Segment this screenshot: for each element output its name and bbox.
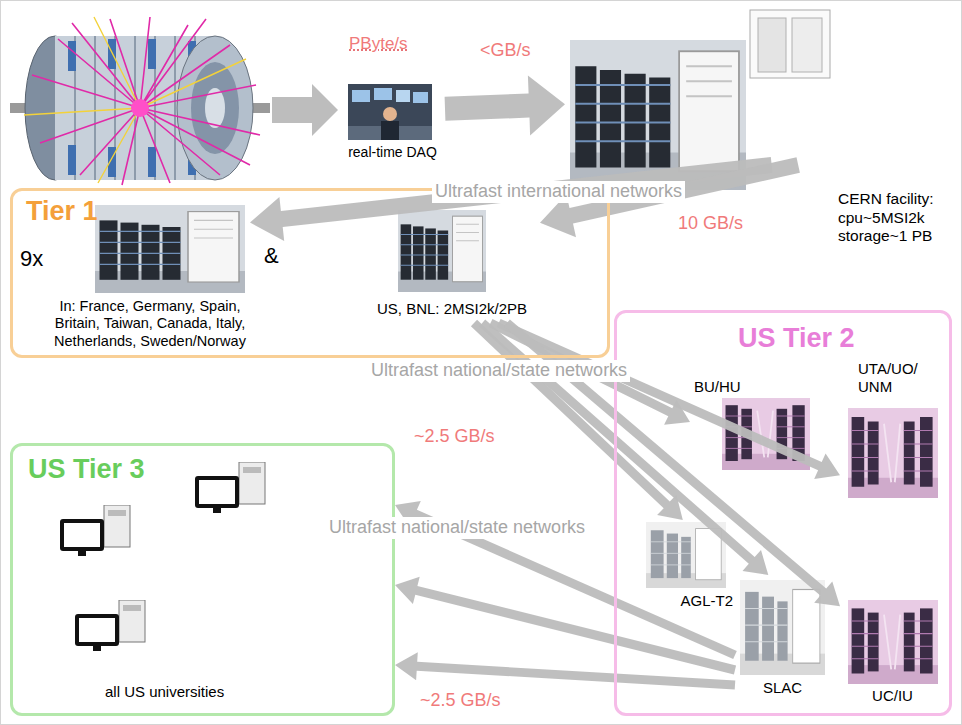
text-slot: & bbox=[264, 243, 279, 269]
text-slot: SLAC bbox=[735, 679, 830, 697]
particle-tracks bbox=[24, 17, 246, 183]
network-arrow bbox=[445, 76, 565, 136]
text-slot: Ultrafast national/state networks bbox=[368, 360, 630, 382]
person bbox=[383, 107, 397, 121]
text-slot: 9x bbox=[20, 246, 43, 272]
text-slot: all US universities bbox=[105, 683, 224, 701]
room bbox=[348, 84, 432, 140]
bnl-cluster-photo bbox=[398, 210, 486, 292]
control-room-photo bbox=[348, 84, 432, 140]
text-slot: ~2.5 GB/s bbox=[414, 426, 495, 448]
tier2-site: AGL-T2 bbox=[640, 520, 735, 612]
tier2-cluster-photo bbox=[848, 600, 938, 684]
particle-tracks bbox=[32, 17, 260, 185]
cabinet-door bbox=[758, 18, 786, 72]
collision-point bbox=[131, 99, 149, 117]
network-arrow bbox=[471, 320, 683, 520]
node-caption: US, BNL: 2MSI2k/2PB bbox=[377, 300, 539, 318]
data-flow-arrow bbox=[272, 84, 338, 136]
cabinet-door bbox=[792, 18, 822, 72]
site-name: UTA/UO/ UNM bbox=[858, 360, 930, 396]
site-list: In: France, Germany, Spain, Britain, Tai… bbox=[35, 298, 265, 350]
cabinet bbox=[750, 10, 830, 78]
node-caption: real-time DAQ bbox=[340, 144, 445, 161]
workstation-icon bbox=[195, 462, 265, 513]
tier2-site: BU/HU bbox=[690, 372, 815, 472]
region-heading: US Tier 2 bbox=[738, 322, 855, 354]
rate-label: <GB/s bbox=[480, 40, 531, 62]
daq-node: real-time DAQ bbox=[340, 80, 445, 162]
tier2-site: UC/IU bbox=[840, 595, 945, 708]
tier2-site: SLAC bbox=[735, 575, 830, 700]
coil bbox=[68, 41, 76, 71]
text-slot: BU/HU bbox=[694, 378, 741, 396]
site-name: AGL-T2 bbox=[640, 592, 733, 610]
coil bbox=[148, 147, 156, 177]
network-arrow bbox=[395, 652, 735, 689]
bnl-center: US, BNL: 2MSI2k/2PB bbox=[375, 205, 540, 323]
network-label: Ultrafast national/state networks bbox=[368, 360, 630, 382]
tier-region: US Tier 2 BU/HU UTA/UO/ UNM AGL-T2SLAC UC/IU bbox=[614, 310, 952, 716]
text-slot: Ultrafast national/state networks bbox=[326, 517, 588, 539]
coil bbox=[68, 145, 76, 175]
text-slot: Ultrafast international networks bbox=[432, 181, 685, 203]
computer-cabinet-photo bbox=[750, 10, 830, 78]
site-name: BU/HU bbox=[694, 378, 741, 396]
rate-label: ~2.5 GB/s bbox=[414, 426, 495, 448]
text-slot: CERN facility: cpu~5MSI2k storage~1 PB bbox=[838, 190, 956, 246]
text-slot: US, BNL: 2MSI2k/2PB bbox=[377, 300, 539, 318]
rate-label: 10 GB/s bbox=[678, 213, 743, 235]
tier2-site: UTA/UO/ UNM bbox=[840, 356, 945, 505]
tier1-sites: 9xIn: France, Germany, Spain, Britain, T… bbox=[15, 200, 250, 350]
text-slot: 10 GB/s bbox=[678, 213, 743, 235]
network-label: Ultrafast national/state networks bbox=[326, 517, 588, 539]
ampersand: & bbox=[264, 243, 279, 269]
workstation-icon bbox=[60, 505, 130, 556]
region-heading: Tier 1 bbox=[26, 195, 98, 227]
workstation-icon bbox=[75, 600, 145, 651]
text-slot: real-time DAQ bbox=[340, 144, 445, 161]
tier-region: Tier 19xIn: France, Germany, Spain, Brit… bbox=[10, 188, 610, 358]
text-slot: AGL-T2 bbox=[640, 592, 733, 610]
tier-region: US Tier 3 all US universities bbox=[10, 443, 395, 716]
network-arrow bbox=[250, 157, 773, 241]
tier2-cluster-photo bbox=[848, 408, 938, 498]
text-slot: In: France, Germany, Spain, Britain, Tai… bbox=[35, 298, 265, 350]
region-note: all US universities bbox=[105, 683, 224, 701]
screen bbox=[396, 90, 410, 102]
region-heading: US Tier 3 bbox=[28, 453, 145, 485]
atlas-detector bbox=[10, 17, 270, 185]
detector-endcap bbox=[177, 36, 253, 180]
coil bbox=[148, 39, 156, 69]
screen bbox=[413, 92, 428, 103]
node-caption: CERN facility: cpu~5MSI2k storage~1 PB bbox=[838, 190, 956, 246]
cern-facility: CERN facility: cpu~5MSI2k storage~1 PB bbox=[565, 30, 830, 165]
screen bbox=[352, 90, 370, 102]
tier2-cluster-photo bbox=[740, 580, 825, 675]
text-slot: ~2.5 GB/s bbox=[420, 690, 501, 712]
text-slot: UC/IU bbox=[840, 687, 945, 705]
text-slot: PByte/s bbox=[349, 34, 408, 54]
rate-label: PByte/s bbox=[349, 34, 408, 54]
rate-label: ~2.5 GB/s bbox=[420, 690, 501, 712]
text-slot: US Tier 2 bbox=[738, 322, 855, 354]
text-slot: <GB/s bbox=[480, 40, 531, 62]
multiplier: 9x bbox=[20, 246, 43, 272]
text-slot: US Tier 3 bbox=[28, 453, 145, 485]
screen bbox=[374, 88, 392, 100]
site-name: SLAC bbox=[735, 679, 830, 697]
person bbox=[381, 121, 399, 140]
endcap-inner bbox=[191, 62, 239, 154]
site-name: UC/IU bbox=[840, 687, 945, 705]
network-label: Ultrafast international networks bbox=[432, 181, 685, 203]
text-slot: Tier 1 bbox=[26, 195, 98, 227]
tier1-cluster-photo bbox=[95, 205, 245, 293]
text-slot: UTA/UO/ UNM bbox=[858, 360, 930, 396]
network-arrow bbox=[395, 577, 736, 675]
